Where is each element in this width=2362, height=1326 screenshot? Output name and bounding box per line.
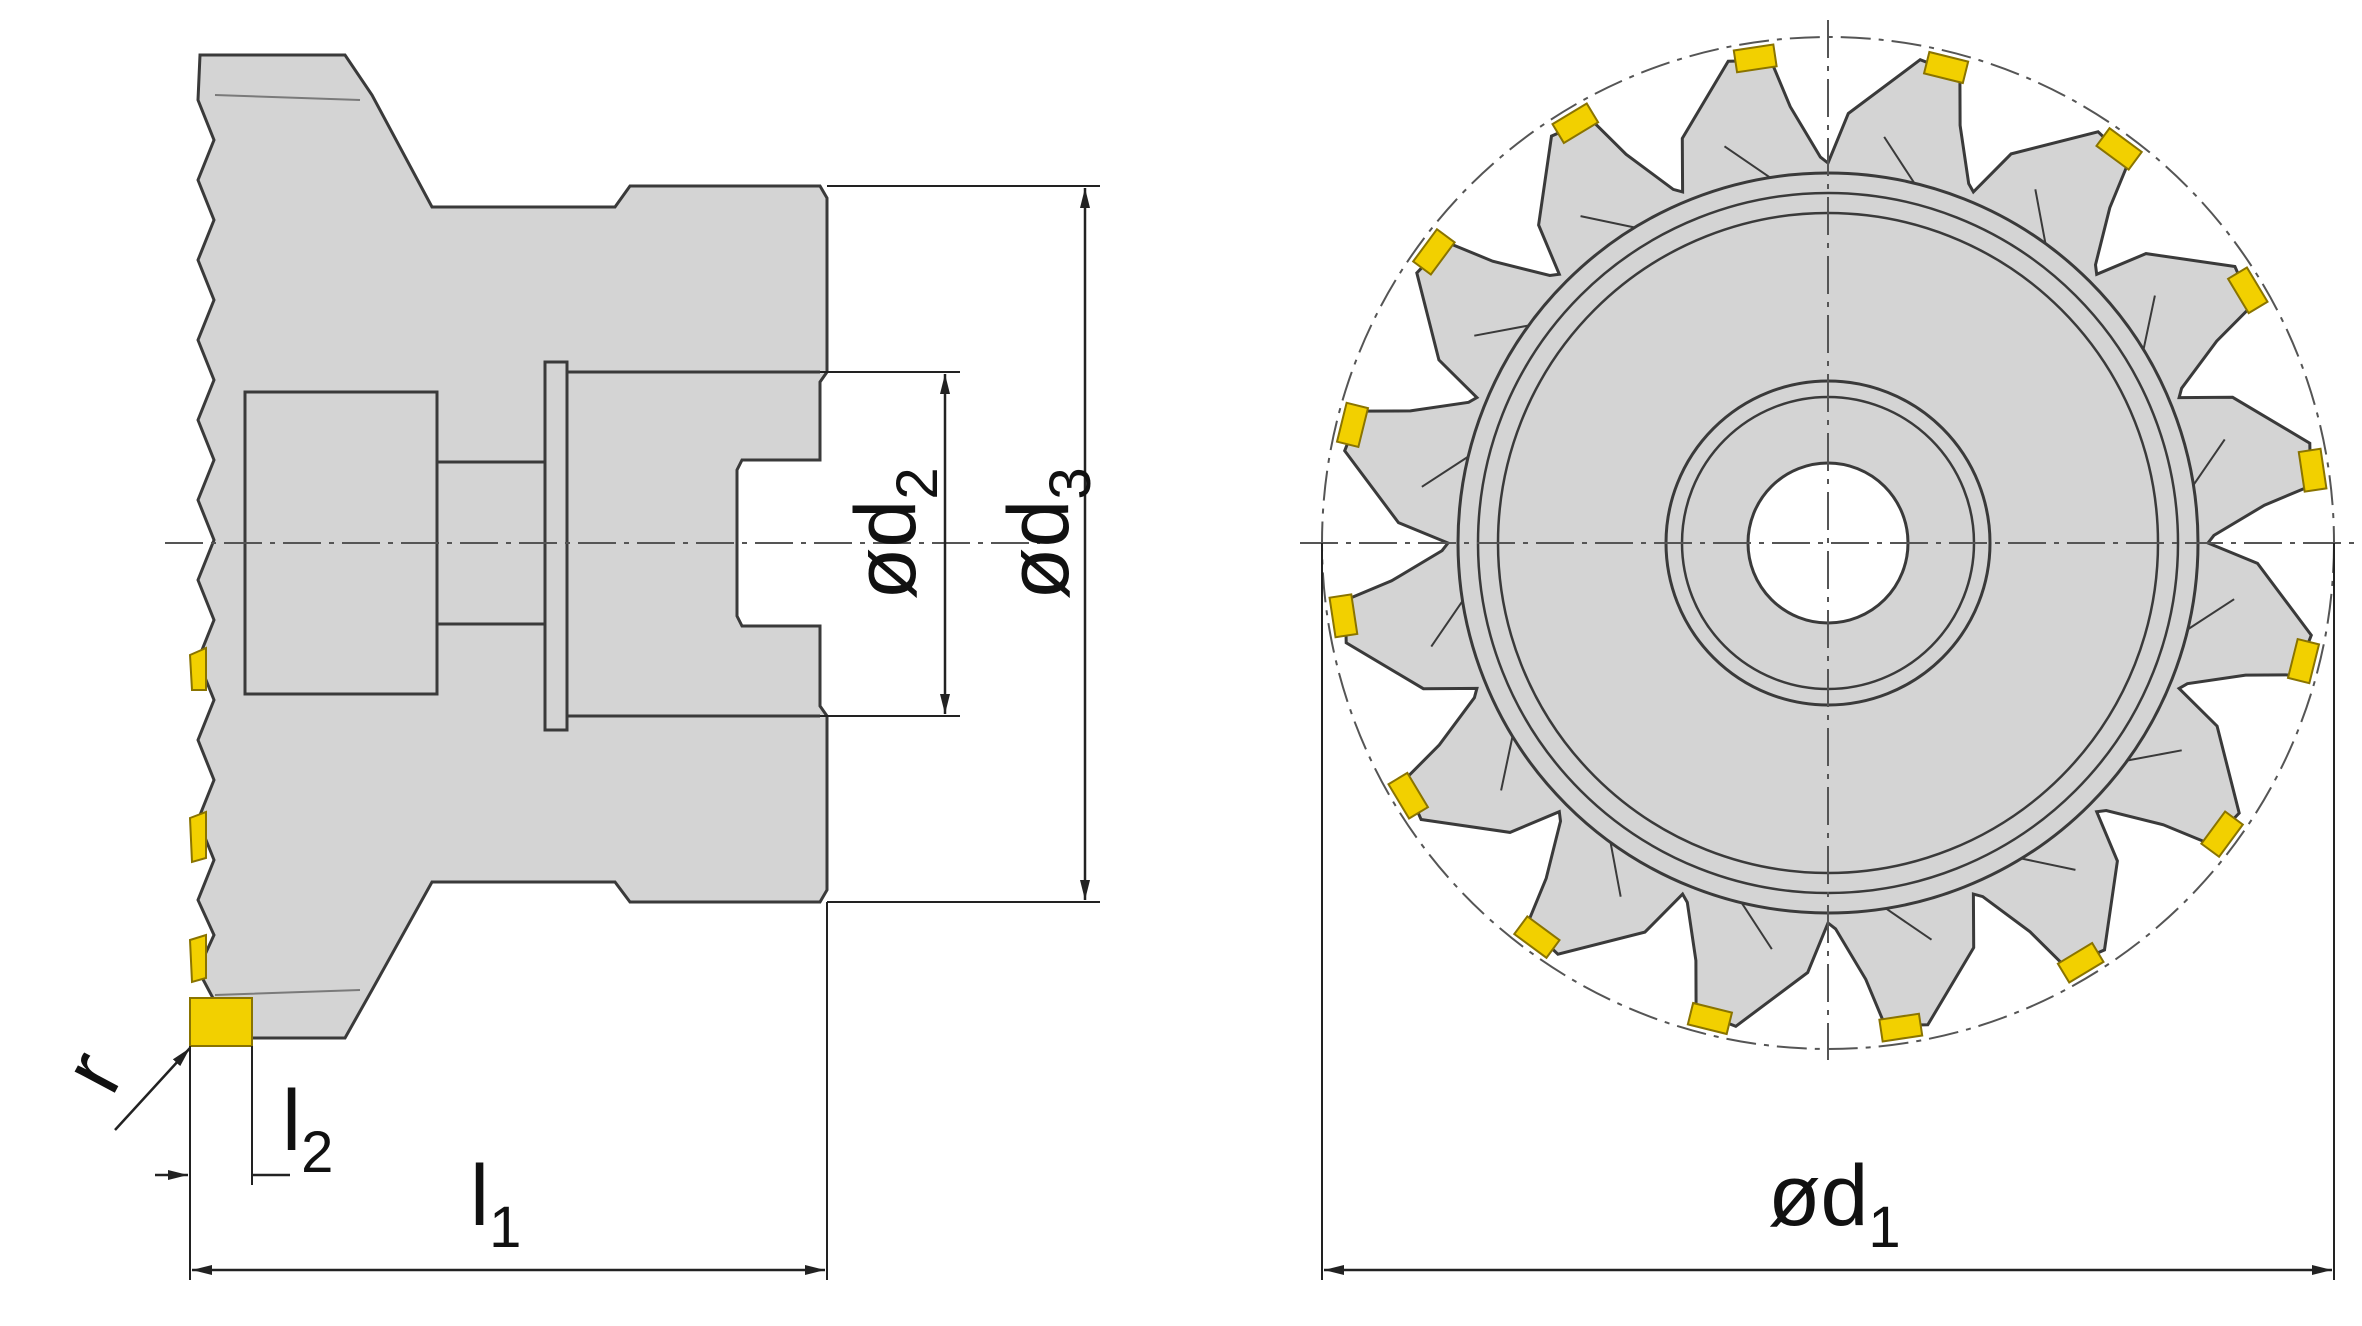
tooth-line bbox=[1474, 324, 1529, 337]
dim-r-leader bbox=[114, 1047, 191, 1131]
front-insert bbox=[1335, 401, 1370, 449]
front-insert bbox=[1922, 50, 1970, 85]
label-d3: ød3 bbox=[991, 467, 1103, 600]
front-insert bbox=[2095, 126, 2144, 172]
front-insert bbox=[2056, 941, 2105, 984]
front-insert bbox=[1328, 593, 1359, 639]
label-d2: ød2 bbox=[838, 467, 950, 600]
tooth-line bbox=[1883, 136, 1916, 184]
front-insert bbox=[2226, 266, 2269, 315]
side-insert-small bbox=[188, 933, 207, 984]
tooth-line bbox=[1740, 902, 1773, 950]
side-view: ød3 ød2 l1 l2 r bbox=[44, 53, 1103, 1280]
front-insert bbox=[1512, 914, 1561, 960]
front-insert bbox=[1732, 43, 1778, 74]
front-dimension bbox=[1321, 543, 2335, 1280]
front-insert bbox=[1551, 102, 1600, 145]
front-inserts bbox=[1328, 43, 2328, 1043]
tooth-line bbox=[1580, 215, 1635, 229]
tooth-line bbox=[2187, 598, 2235, 631]
front-insert bbox=[1387, 771, 1430, 820]
label-r: r bbox=[44, 1037, 142, 1107]
label-d1: ød1 bbox=[1768, 1148, 1901, 1260]
tooth-line bbox=[2142, 295, 2156, 350]
side-extension-lines bbox=[189, 185, 1100, 1280]
side-insert-large bbox=[189, 997, 253, 1047]
front-insert bbox=[1686, 1001, 1734, 1036]
tooth-line bbox=[1723, 145, 1771, 179]
front-tooth-lines bbox=[1421, 136, 2235, 950]
tooth-line bbox=[2021, 857, 2076, 871]
tooth-line bbox=[2192, 438, 2226, 486]
side-rear-bore bbox=[567, 370, 820, 718]
front-insert bbox=[2297, 447, 2328, 493]
tooth-line bbox=[2034, 189, 2047, 244]
front-insert bbox=[2199, 810, 2245, 859]
side-insert-small bbox=[188, 646, 207, 691]
front-insert bbox=[2286, 637, 2321, 685]
front-insert bbox=[1878, 1012, 1924, 1043]
tooth-line bbox=[1609, 842, 1622, 897]
label-l2: l2 bbox=[282, 1073, 333, 1185]
side-relief-lines bbox=[214, 94, 361, 996]
side-ring-groove bbox=[543, 360, 569, 732]
side-inserts bbox=[188, 646, 253, 1047]
front-view: ød1 bbox=[1300, 20, 2358, 1280]
tooth-line bbox=[1500, 736, 1514, 791]
label-l1: l1 bbox=[470, 1148, 521, 1260]
front-insert bbox=[1411, 227, 1457, 276]
tooth-line bbox=[1430, 600, 1464, 648]
tooth-line bbox=[1885, 907, 1933, 941]
tooth-line bbox=[2127, 749, 2182, 762]
side-dimension-lines bbox=[114, 188, 1090, 1275]
tooth-line bbox=[1421, 455, 1469, 488]
side-insert-small bbox=[188, 810, 207, 864]
